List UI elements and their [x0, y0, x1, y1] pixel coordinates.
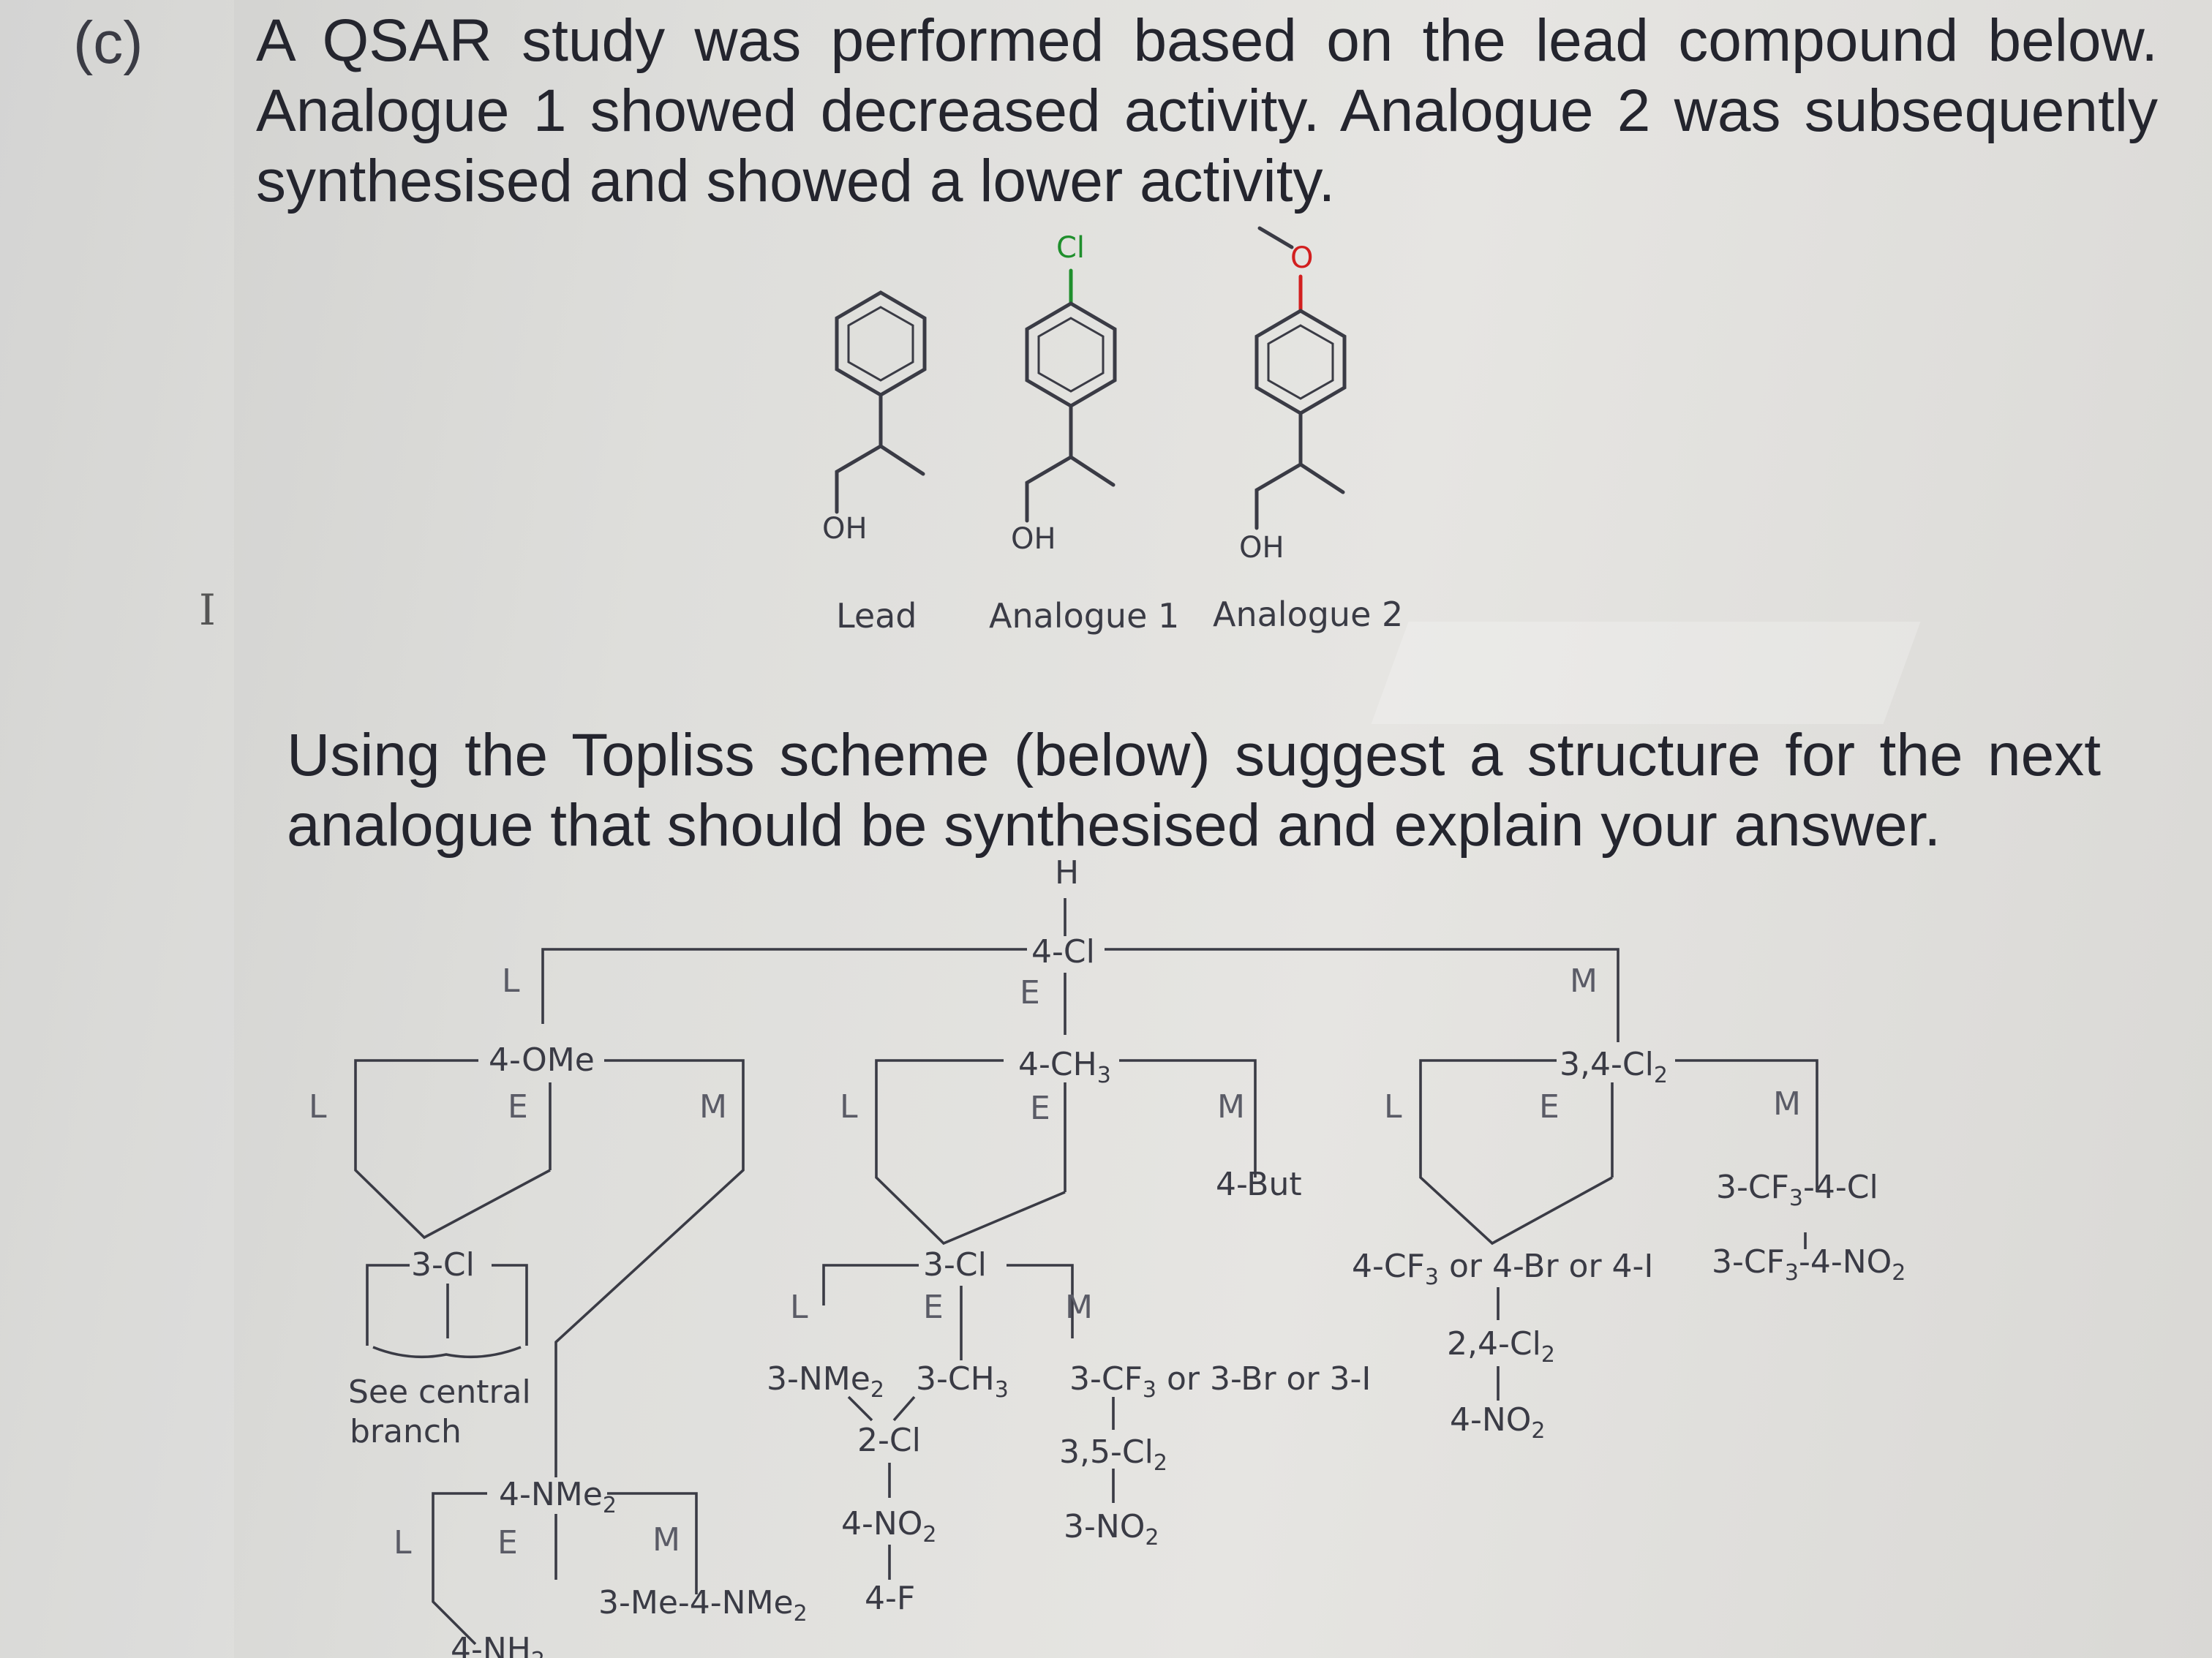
lead-structure: OH: [822, 290, 927, 546]
branch-equal: E: [497, 1524, 518, 1561]
node-h: H: [1055, 854, 1079, 892]
branch-less: L: [309, 1088, 327, 1126]
node-3-cf3-4-cl: 3-CF3-4-Cl: [1716, 1169, 1878, 1211]
side-chain: [1025, 404, 1073, 523]
question-task: Using the Topliss scheme (below) suggest…: [287, 720, 2101, 861]
branch-markers: L E M L E M L E M L E M L E M L E M: [309, 962, 1801, 1561]
node-3-me-4-nme2: 3-Me-4-NMe2: [598, 1584, 808, 1627]
branch-more: M: [699, 1088, 727, 1126]
chloro-label: Cl: [1056, 231, 1085, 265]
question-intro: A QSAR study was performed based on the …: [256, 6, 2158, 216]
analogue-1-structure: Cl OH: [1011, 231, 1117, 556]
node-3-nme2: 3-NMe2: [767, 1360, 884, 1403]
node-4-cf3-4-br-4-i: 4-CF3 or 4-Br or 4-I: [1352, 1248, 1653, 1290]
analogue-1-caption: Analogue 1: [989, 596, 1179, 636]
methyl-bond: [1069, 455, 1116, 487]
branch-more: M: [1065, 1289, 1093, 1326]
branch-equal: E: [1539, 1088, 1560, 1126]
side-chain: [835, 393, 883, 514]
node-4-ome: 4-OMe: [489, 1041, 595, 1079]
node-3-cf3-3-br-3-i: 3-CF3 or 3-Br or 3-I: [1069, 1360, 1371, 1403]
analogue-2-structure: O OH: [1239, 226, 1347, 565]
node-4-ch3: 4-CH3: [1018, 1046, 1111, 1088]
node-4-no2-central: 4-NO2: [841, 1505, 937, 1548]
text-cursor-icon: I: [199, 585, 216, 635]
branch-less: L: [1384, 1088, 1402, 1126]
methyl-bond: [1298, 462, 1345, 494]
benzene-ring-inner: [1037, 317, 1105, 393]
intro-line: Analogue 1 showed decreased activity. An…: [256, 78, 2158, 144]
intro-line: A QSAR study was performed based on the …: [256, 7, 2158, 74]
methoxy-methyl-bond: [1257, 226, 1294, 249]
see-central-branch-line1: See central: [348, 1373, 531, 1411]
branch-equal: E: [1030, 1090, 1050, 1127]
node-4-nme2: 4-NMe2: [499, 1476, 617, 1518]
node-24-cl2: 2,4-Cl2: [1447, 1325, 1555, 1368]
see-central-branch-line2: branch: [350, 1413, 462, 1450]
node-4-cl: 4-Cl: [1031, 933, 1095, 971]
branch-equal: E: [923, 1289, 944, 1326]
benzene-ring-inner: [1267, 324, 1334, 400]
node-3-cl-left: 3-Cl: [411, 1246, 475, 1284]
node-4-no2-right: 4-NO2: [1450, 1401, 1546, 1444]
node-4-but: 4-But: [1216, 1166, 1302, 1203]
benzene-ring-inner: [847, 306, 914, 382]
scheme-edges: [354, 898, 1818, 1646]
side-chain: [1254, 411, 1303, 530]
question-label: (c): [73, 10, 143, 76]
task-line: analogue that should be synthesised and …: [287, 792, 1941, 859]
intro-line: synthesised and showed a lower activity.: [256, 148, 1336, 214]
node-3-cf3-4-no2: 3-CF3-4-NO2: [1712, 1243, 1906, 1286]
hydroxyl-label: OH: [822, 512, 868, 546]
lead-caption: Lead: [836, 596, 917, 636]
branch-less: L: [840, 1088, 858, 1126]
node-3-no2: 3-NO2: [1064, 1508, 1159, 1550]
node-3-ch3: 3-CH3: [916, 1360, 1009, 1403]
branch-more: M: [1570, 962, 1598, 1000]
hydroxyl-label: OH: [1011, 522, 1056, 556]
branch-less: L: [790, 1289, 808, 1326]
branch-more: M: [652, 1521, 680, 1559]
node-35-cl2: 3,5-Cl2: [1059, 1433, 1167, 1476]
branch-less: L: [394, 1524, 412, 1561]
methyl-bond: [879, 444, 925, 476]
branch-less: L: [502, 962, 520, 1000]
oxygen-label: O: [1290, 241, 1313, 275]
hydroxyl-label: OH: [1239, 531, 1284, 565]
branch-more: M: [1773, 1085, 1801, 1123]
node-4-f: 4-F: [865, 1580, 915, 1617]
node-2-cl: 2-Cl: [857, 1422, 921, 1459]
node-3-cl-central: 3-Cl: [923, 1246, 987, 1284]
node-34-cl2: 3,4-Cl2: [1560, 1046, 1668, 1088]
task-line: Using the Topliss scheme (below) suggest…: [287, 722, 2101, 788]
analogue-2-caption: Analogue 2: [1213, 595, 1403, 634]
scheme-nodes: H 4-Cl 4-OMe 4-CH3 3,4-Cl2 4-But 3-Cl Se…: [348, 854, 1906, 1658]
branch-equal: E: [508, 1088, 528, 1126]
branch-equal: E: [1020, 974, 1040, 1011]
node-4-nh2: 4-NH2: [451, 1631, 545, 1658]
branch-more: M: [1217, 1088, 1245, 1126]
